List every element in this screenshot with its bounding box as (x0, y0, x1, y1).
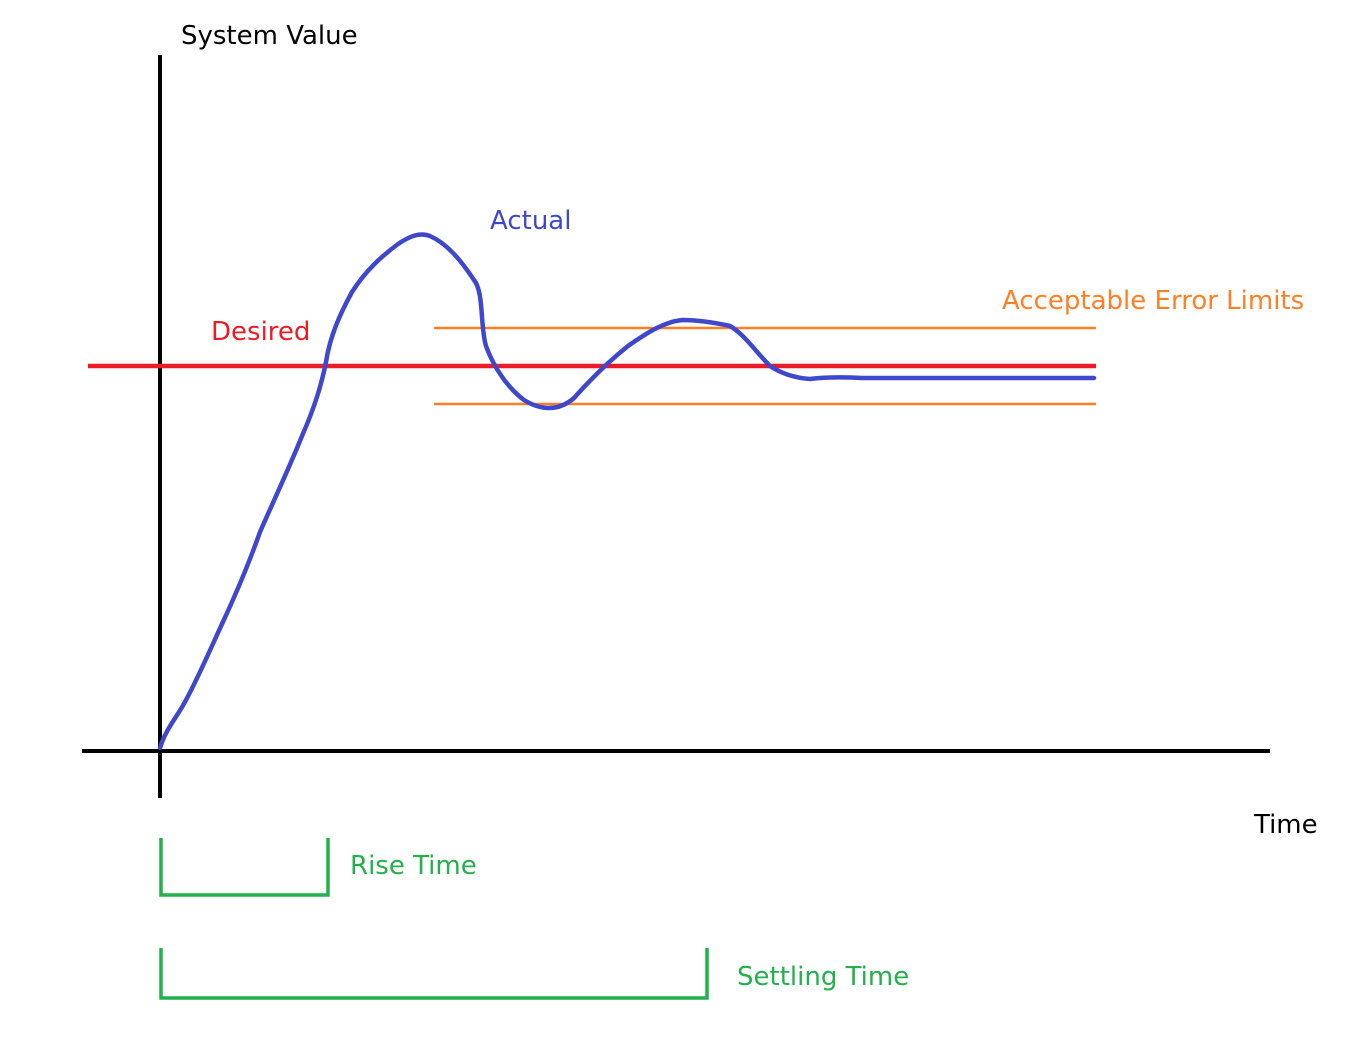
rise-time-label: Rise Time (350, 851, 477, 881)
error-limits-label: Acceptable Error Limits (1002, 286, 1304, 316)
desired-label: Desired (211, 317, 310, 347)
rise-time-bracket-icon (159, 838, 330, 897)
y-axis-label: System Value (181, 21, 358, 51)
actual-label: Actual (490, 206, 571, 236)
x-axis-label: Time (1253, 810, 1318, 840)
settling-time-label: Settling Time (737, 962, 909, 992)
settling-time-bracket-icon (159, 948, 709, 1000)
actual-response-curve (157, 232, 1097, 751)
